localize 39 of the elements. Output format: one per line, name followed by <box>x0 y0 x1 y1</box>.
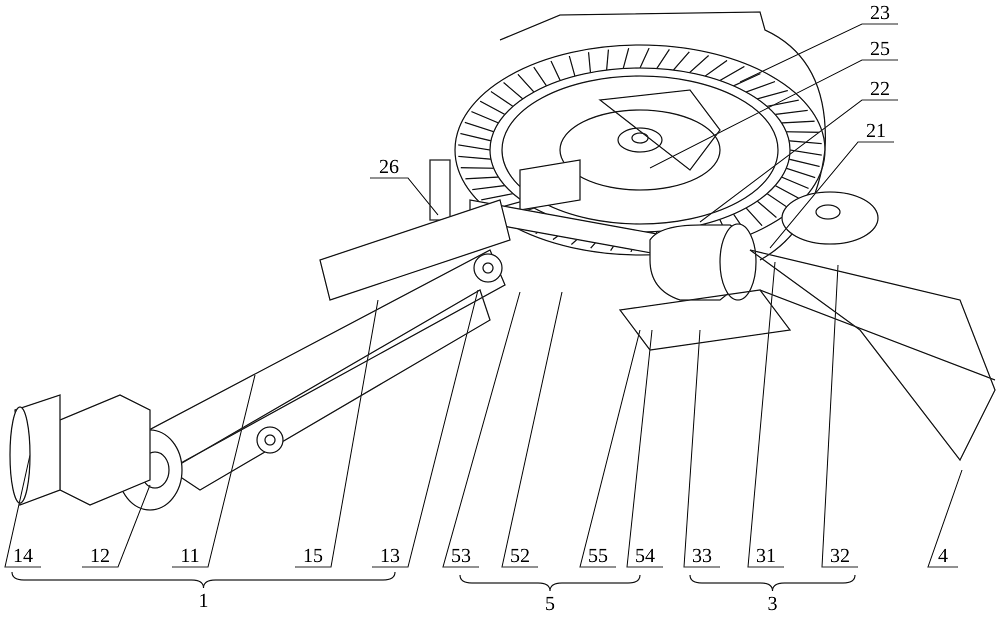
leader-line <box>82 484 151 568</box>
leader-line <box>740 23 898 82</box>
callout-number: 12 <box>82 545 118 567</box>
callout-number: 11 <box>172 545 208 567</box>
leader-line <box>370 177 438 216</box>
leader-line <box>4 454 41 568</box>
callout-number: 14 <box>5 545 41 567</box>
callout-number: 25 <box>862 38 898 60</box>
group-number: 5 <box>544 594 556 614</box>
leader-line <box>442 292 521 568</box>
leader-line <box>747 262 784 568</box>
leader-line <box>821 264 858 568</box>
callout-number: 55 <box>580 545 616 567</box>
callout-number: 22 <box>862 78 898 100</box>
callout-number: 33 <box>684 545 720 567</box>
callout-number: 31 <box>748 545 784 567</box>
leader-line <box>626 330 663 568</box>
leader-line <box>700 99 898 222</box>
callout-number: 13 <box>372 545 408 567</box>
callout-number: 21 <box>858 120 894 142</box>
callout-number: 54 <box>627 545 663 567</box>
callout-number: 53 <box>443 545 479 567</box>
group-number: 3 <box>766 594 778 614</box>
leader-line <box>372 290 479 568</box>
leader-line <box>770 141 894 248</box>
leader-line <box>579 330 641 568</box>
group-number: 1 <box>198 591 210 611</box>
leader-line <box>501 292 563 568</box>
callout-number: 26 <box>370 156 408 178</box>
callout-number: 4 <box>928 545 958 567</box>
leader-line <box>172 374 256 568</box>
callout-number: 15 <box>295 545 331 567</box>
leader-line <box>650 59 898 168</box>
callout-number: 23 <box>862 2 898 24</box>
leader-line <box>683 330 720 568</box>
leader-line <box>295 300 379 568</box>
callout-number: 32 <box>822 545 858 567</box>
leader-line <box>927 470 963 568</box>
callout-number: 52 <box>502 545 538 567</box>
